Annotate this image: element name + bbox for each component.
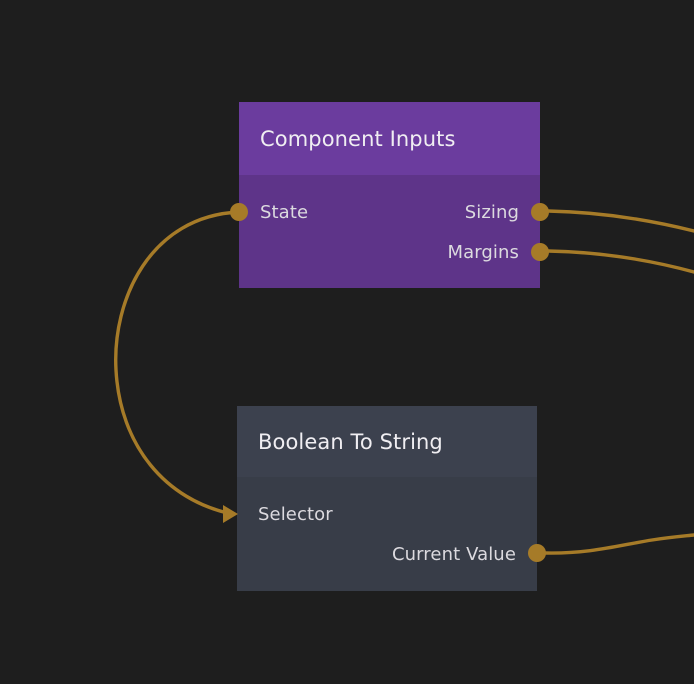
input-port-dot-state[interactable]: [230, 203, 248, 221]
output-port-label-current-value: Current Value: [391, 543, 516, 565]
node-title: Boolean To String: [258, 429, 443, 454]
wire-margins-out: [546, 249, 694, 274]
output-port-label-margins: Margins: [447, 241, 519, 263]
input-port-arrow-selector[interactable]: [223, 505, 238, 523]
node-title: Component Inputs: [260, 126, 456, 151]
input-port-row-state[interactable]: State: [260, 201, 308, 223]
node-header-component-inputs[interactable]: Component Inputs: [239, 102, 540, 175]
node-body-boolean-to-string: Selector Current Value: [237, 477, 537, 591]
output-port-row-current-value[interactable]: Current Value: [392, 543, 516, 565]
output-port-dot-sizing[interactable]: [531, 203, 549, 221]
wire-state-to-selector: [114, 210, 241, 516]
output-port-dot-current-value[interactable]: [528, 544, 546, 562]
node-component-inputs[interactable]: Component Inputs State Sizing Margins: [230, 102, 549, 288]
output-port-dot-margins[interactable]: [531, 243, 549, 261]
input-port-label-selector: Selector: [258, 503, 333, 525]
wire-current-value-out: [543, 533, 694, 555]
node-header-boolean-to-string[interactable]: Boolean To String: [237, 406, 537, 477]
output-port-label-sizing: Sizing: [464, 201, 519, 223]
node-body-component-inputs: State Sizing Margins: [239, 175, 540, 288]
output-port-row-margins[interactable]: Margins: [447, 241, 519, 263]
output-port-row-sizing[interactable]: Sizing: [465, 201, 519, 223]
node-boolean-to-string[interactable]: Boolean To String Selector Current Value: [223, 406, 546, 591]
wire-sizing-out: [546, 209, 694, 233]
input-port-label-state: State: [260, 201, 309, 223]
input-port-row-selector[interactable]: Selector: [258, 503, 333, 525]
